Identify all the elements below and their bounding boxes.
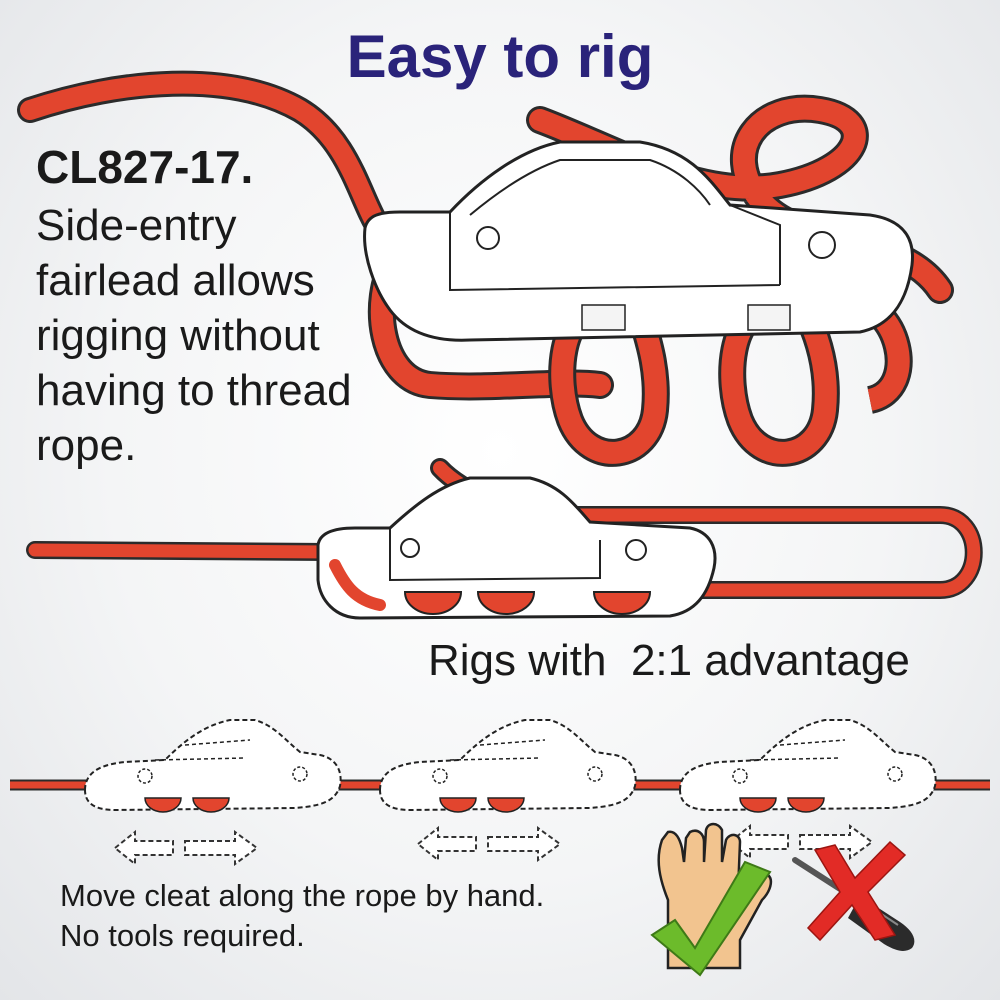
advantage-caption: Rigs with 2:1 advantage [428, 636, 910, 686]
instruction-line: No tools required. [60, 916, 544, 956]
middle-cleat [318, 478, 715, 618]
sliding-cleat-1 [85, 720, 341, 812]
description-line: rigging without [36, 308, 396, 363]
sliding-cleat-2 [380, 720, 636, 812]
double-arrow-icon [418, 828, 560, 860]
description-line: having to thread [36, 363, 396, 418]
description-line: Side-entry [36, 198, 396, 253]
model-number: CL827-17. [36, 140, 253, 194]
instructions: Move cleat along the rope by hand. No to… [60, 876, 544, 956]
double-arrow-icon [115, 832, 257, 864]
product-description: Side-entry fairlead allows rigging witho… [36, 198, 396, 473]
description-line: rope. [36, 418, 396, 473]
page-title: Easy to rig [0, 22, 1000, 91]
description-line: fairlead allows [36, 253, 396, 308]
double-arrow-icon [730, 826, 872, 858]
sliding-cleat-3 [680, 720, 936, 812]
instruction-line: Move cleat along the rope by hand. [60, 876, 544, 916]
